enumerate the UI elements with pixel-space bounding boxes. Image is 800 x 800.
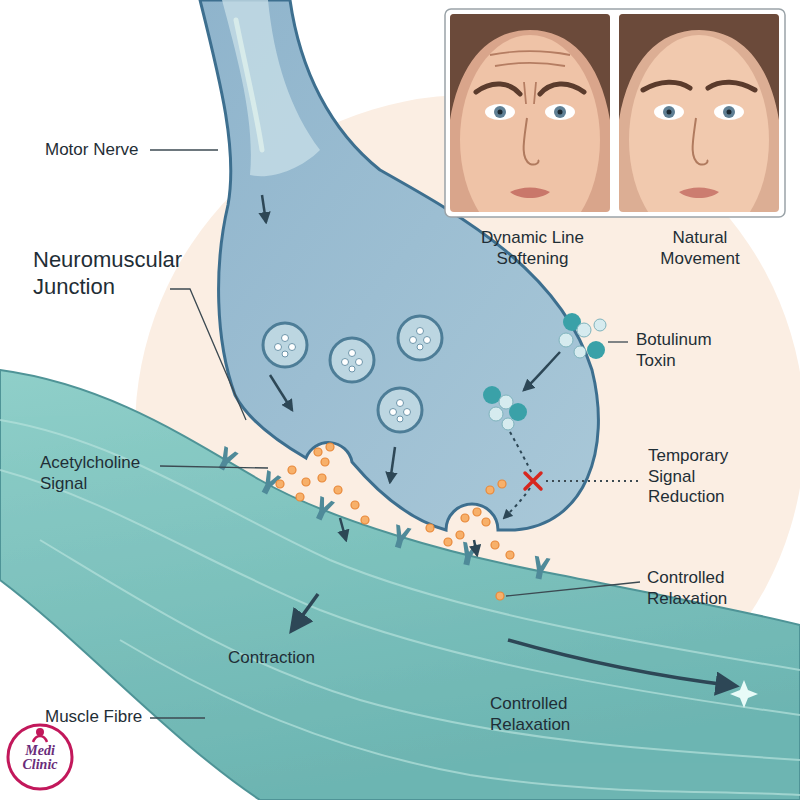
part-label: Motor Nerve [45,140,165,161]
panel-caption: Dynamic Line Softening [465,228,600,269]
logo [8,725,72,789]
motion-arrows [292,594,735,686]
acetylcholine-dots [276,443,514,600]
panel-caption: Natural Movement [650,228,750,269]
leader-lines [150,150,640,718]
effect-label: Controlled Relaxation [647,568,757,609]
face-panels [445,9,785,245]
motion-label: Contraction [228,648,348,669]
logo-text: Medi Clinic [13,744,67,772]
flow-arrows [262,195,477,555]
motion-label: Controlled Relaxation [490,694,600,735]
part-label: Muscle Fibre [45,707,175,728]
part-label: Botulinum Toxin [636,330,746,371]
vesicles [263,316,442,432]
effect-label: Temporary Signal Reduction [648,446,748,508]
section-label: Neuromuscular Junction [33,247,198,301]
signal-label: Acetylcholine Signal [40,453,158,494]
botulinum-toxin [483,313,606,518]
